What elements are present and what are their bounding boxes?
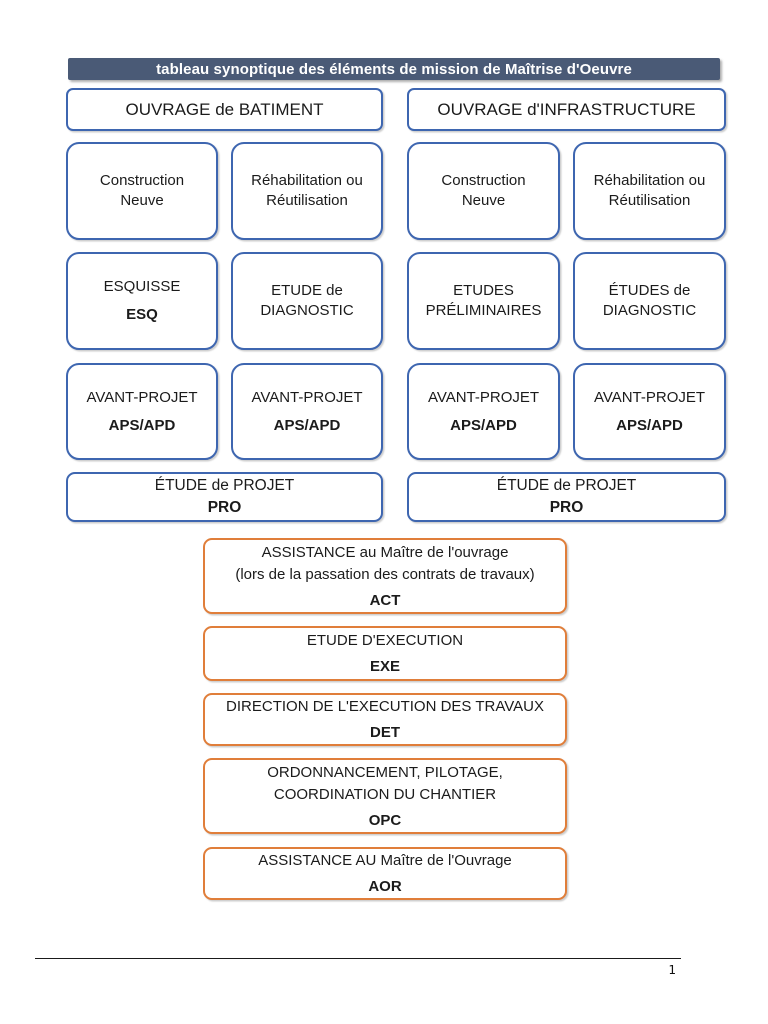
- infrastructure-etudes-preliminaires-box: ETUDES PRÉLIMINAIRES: [407, 252, 560, 350]
- mission-code: APS/APD: [450, 416, 517, 434]
- box-line: AVANT-PROJET: [427, 388, 540, 406]
- mission-code: AOR: [368, 878, 402, 895]
- box-line: ETUDES: [453, 282, 514, 299]
- box-line: ASSISTANCE au Maître de l'ouvrage: [261, 543, 509, 561]
- box-line: DIRECTION DE L'EXECUTION DES TRAVAUX: [226, 698, 544, 715]
- ouvrage-batiment-header-label: OUVRAGE de BATIMENT: [125, 99, 324, 119]
- mission-det-box: DIRECTION DE L'EXECUTION DES TRAVAUX DET: [203, 693, 567, 746]
- infrastructure-avant-projet-box-1: AVANT-PROJET APS/APD: [407, 363, 560, 460]
- box-line: AVANT-PROJET: [251, 388, 363, 406]
- box-line: ETUDE de: [271, 282, 343, 299]
- box-line: (lors de la passation des contrats de tr…: [235, 565, 535, 583]
- ouvrage-infrastructure-header-label: OUVRAGE d'INFRASTRUCTURE: [437, 99, 696, 119]
- mission-code: APS/APD: [108, 416, 176, 434]
- infrastructure-etude-projet-box: ÉTUDE de PROJET PRO: [407, 472, 726, 522]
- box-line: ESQUISSE: [103, 278, 181, 295]
- batiment-rehabilitation-box: Réhabilitation ou Réutilisation: [231, 142, 383, 240]
- mission-act-box: ASSISTANCE au Maître de l'ouvrage (lors …: [203, 538, 567, 614]
- batiment-esquisse-box: ESQUISSE ESQ: [66, 252, 218, 350]
- diagram-title-bar: tableau synoptique des éléments de missi…: [68, 58, 720, 80]
- footer-separator-line: [35, 958, 681, 959]
- box-line: Réutilisation: [608, 192, 691, 209]
- ouvrage-infrastructure-header-box: OUVRAGE d'INFRASTRUCTURE: [407, 88, 726, 131]
- box-line: ORDONNANCEMENT, PILOTAGE,: [267, 763, 503, 781]
- box-line: Réhabilitation ou: [593, 172, 706, 189]
- batiment-avant-projet-box-2: AVANT-PROJET APS/APD: [231, 363, 383, 460]
- batiment-etude-projet-box: ÉTUDE de PROJET PRO: [66, 472, 383, 522]
- batiment-etude-diagnostic-box: ETUDE de DIAGNOSTIC: [231, 252, 383, 350]
- mission-code: OPC: [368, 811, 402, 829]
- box-line: AVANT-PROJET: [86, 388, 198, 406]
- box-line: ÉTUDE de PROJET: [154, 477, 295, 494]
- box-line: Neuve: [120, 192, 164, 209]
- infrastructure-etudes-diagnostic-box: ÉTUDES de DIAGNOSTIC: [573, 252, 726, 350]
- diagram-title: tableau synoptique des éléments de missi…: [156, 60, 632, 78]
- box-line: ASSISTANCE AU Maître de l'Ouvrage: [258, 852, 512, 869]
- mission-aor-box: ASSISTANCE AU Maître de l'Ouvrage AOR: [203, 847, 567, 900]
- batiment-construction-neuve-box: Construction Neuve: [66, 142, 218, 240]
- mission-code: PRO: [549, 499, 584, 516]
- infrastructure-construction-neuve-box: Construction Neuve: [407, 142, 560, 240]
- page-number: 1: [668, 962, 676, 977]
- box-line: Réhabilitation ou: [251, 172, 363, 189]
- mission-code: ESQ: [126, 306, 158, 323]
- infrastructure-rehabilitation-box: Réhabilitation ou Réutilisation: [573, 142, 726, 240]
- box-line: AVANT-PROJET: [593, 388, 706, 406]
- box-line: Réutilisation: [266, 192, 348, 209]
- mission-code: ACT: [369, 591, 401, 609]
- ouvrage-batiment-header-box: OUVRAGE de BATIMENT: [66, 88, 383, 131]
- box-line: DIAGNOSTIC: [260, 302, 354, 319]
- box-line: Construction: [99, 172, 185, 189]
- mission-code: DET: [370, 724, 400, 741]
- infrastructure-avant-projet-box-2: AVANT-PROJET APS/APD: [573, 363, 726, 460]
- batiment-avant-projet-box-1: AVANT-PROJET APS/APD: [66, 363, 218, 460]
- box-line: DIAGNOSTIC: [602, 302, 697, 319]
- mission-exe-box: ETUDE D'EXECUTION EXE: [203, 626, 567, 681]
- box-line: Neuve: [461, 192, 506, 209]
- box-line: PRÉLIMINAIRES: [425, 302, 542, 319]
- box-line: ETUDE D'EXECUTION: [306, 632, 464, 649]
- box-line: ÉTUDE de PROJET: [496, 477, 637, 494]
- mission-code: EXE: [369, 658, 400, 675]
- box-line: COORDINATION DU CHANTIER: [273, 785, 497, 803]
- box-line: ÉTUDES de: [608, 282, 691, 299]
- mission-code: PRO: [207, 499, 242, 516]
- mission-code: APS/APD: [616, 416, 683, 434]
- box-line: Construction: [441, 172, 526, 189]
- mission-code: APS/APD: [273, 416, 341, 434]
- mission-opc-box: ORDONNANCEMENT, PILOTAGE, COORDINATION D…: [203, 758, 567, 834]
